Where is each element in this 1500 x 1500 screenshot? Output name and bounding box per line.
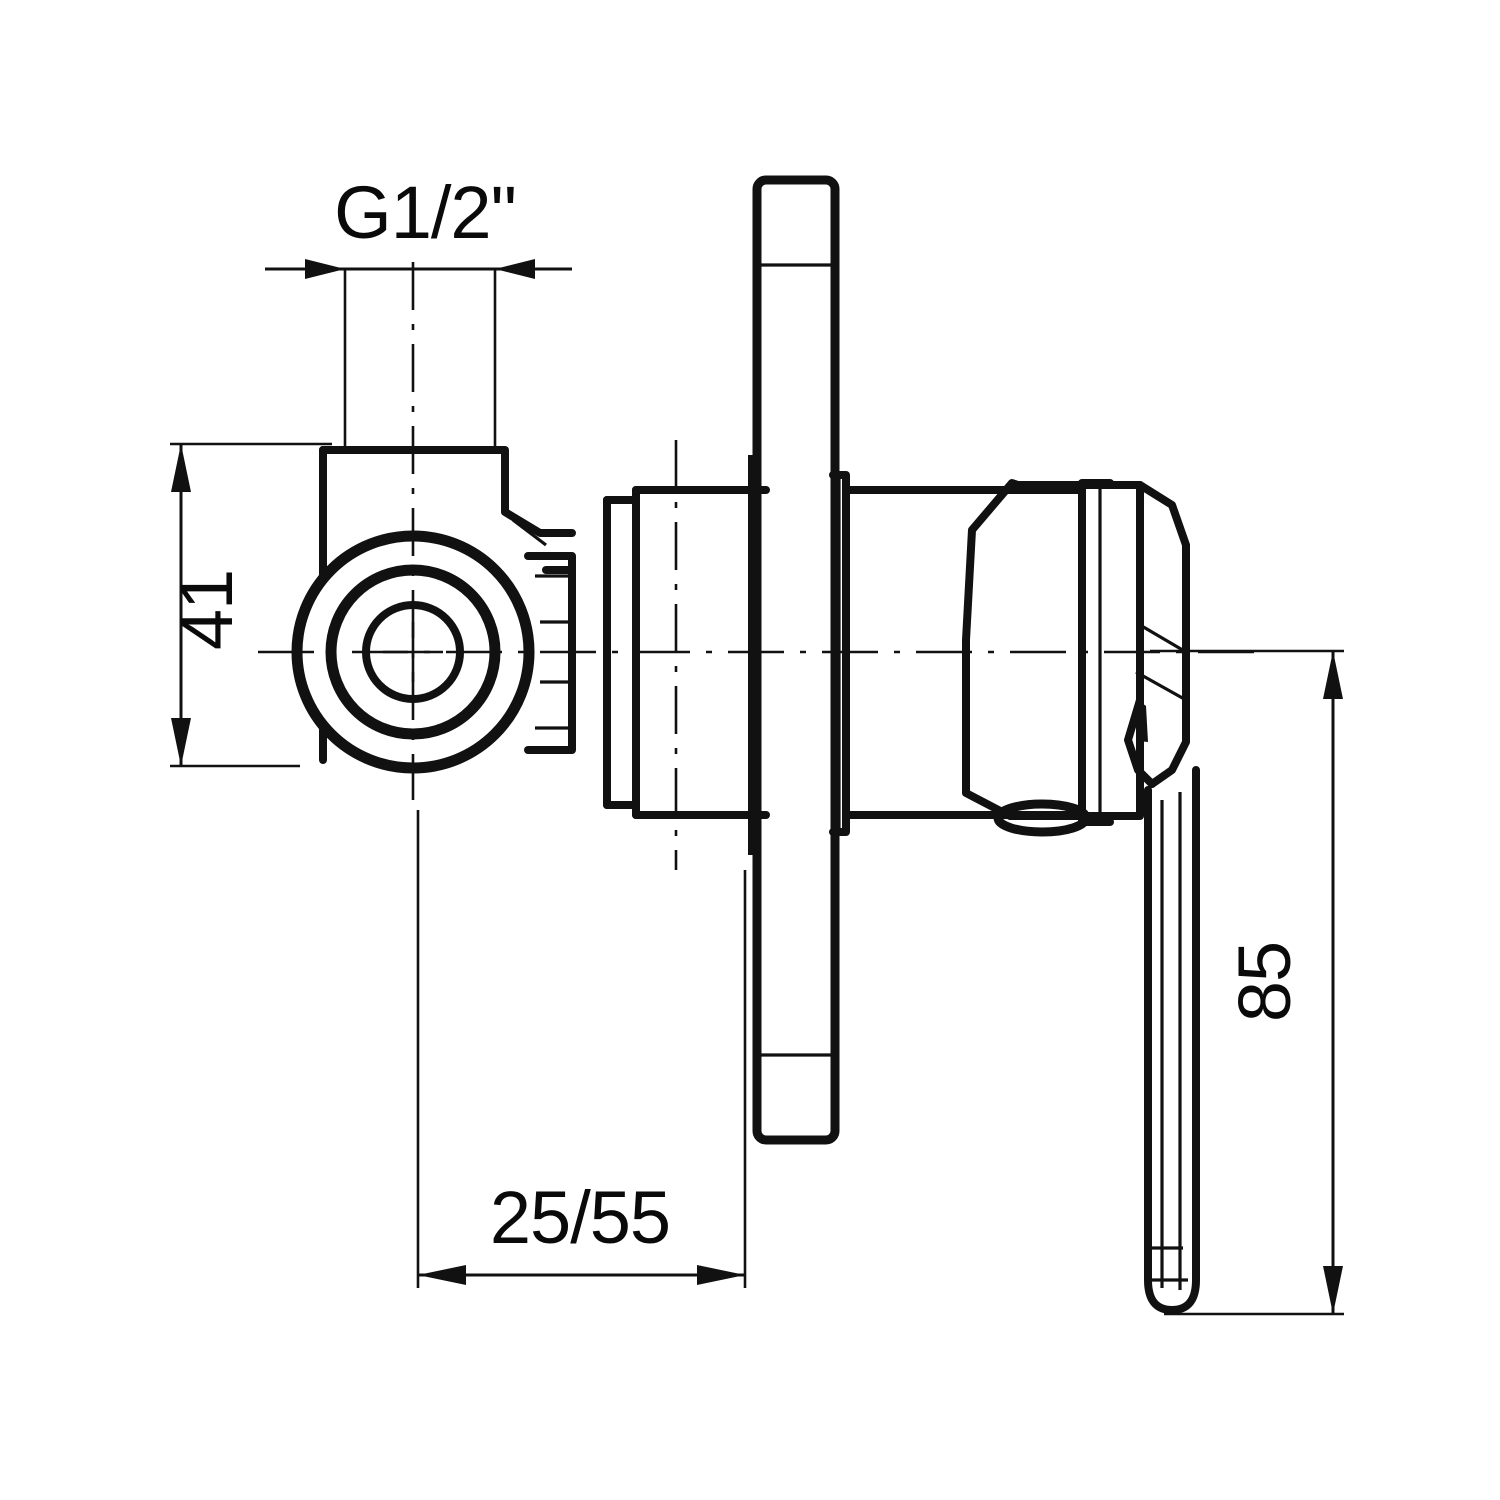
- inlet-elbow-outline: [319, 446, 576, 537]
- lever-underside-boss: [993, 799, 1091, 837]
- lever-handle: [962, 479, 1200, 1314]
- height-dimension-label: 41: [165, 570, 248, 650]
- inlet-nut-circles: [291, 530, 535, 774]
- height-arrow-top: [171, 444, 191, 492]
- dimension-lever-group: 85: [1150, 649, 1344, 1316]
- lever-relief-line-lower: [1135, 670, 1187, 702]
- dimension-thread-group: G1/2": [265, 171, 572, 450]
- lever-arm-outline: [1144, 766, 1200, 1314]
- thread-dimension-label: G1/2": [334, 171, 516, 254]
- dimension-depth-group: 25/55: [416, 810, 747, 1288]
- lever-body-outline: [962, 479, 1144, 820]
- depth-arrow-left: [418, 1265, 466, 1285]
- dimension-height-group: 41: [165, 442, 332, 768]
- lever-dimension-label: 85: [1223, 942, 1306, 1022]
- depth-arrow-right: [697, 1265, 745, 1285]
- wall-plate-gasket: [829, 471, 850, 836]
- inlet-circle-middle: [325, 564, 501, 740]
- lever-relief-line-upper: [1139, 623, 1187, 654]
- handle-cap: [842, 479, 1114, 826]
- thread-arrow-right: [495, 259, 535, 279]
- height-arrow-bottom: [171, 718, 191, 766]
- inlet-elbow-shoulder-line: [512, 518, 547, 547]
- lever-arrow-bottom: [1323, 1266, 1343, 1314]
- inlet-spigot-top: [524, 552, 576, 754]
- wall-plate-outline: [752, 175, 840, 1145]
- lever-notch-wedge: [1137, 700, 1148, 742]
- thread-arrow-left: [305, 259, 345, 279]
- lever-arrow-top: [1323, 651, 1343, 699]
- inlet-elbow: [319, 446, 576, 764]
- valve-body: [603, 455, 770, 855]
- lever-outer-shell: [1136, 481, 1190, 788]
- wall-escutcheon-plate: [752, 175, 850, 1145]
- depth-dimension-label: 25/55: [490, 1176, 670, 1259]
- inlet-circle-inner: [362, 601, 464, 703]
- inlet-circle-outer: [291, 530, 535, 774]
